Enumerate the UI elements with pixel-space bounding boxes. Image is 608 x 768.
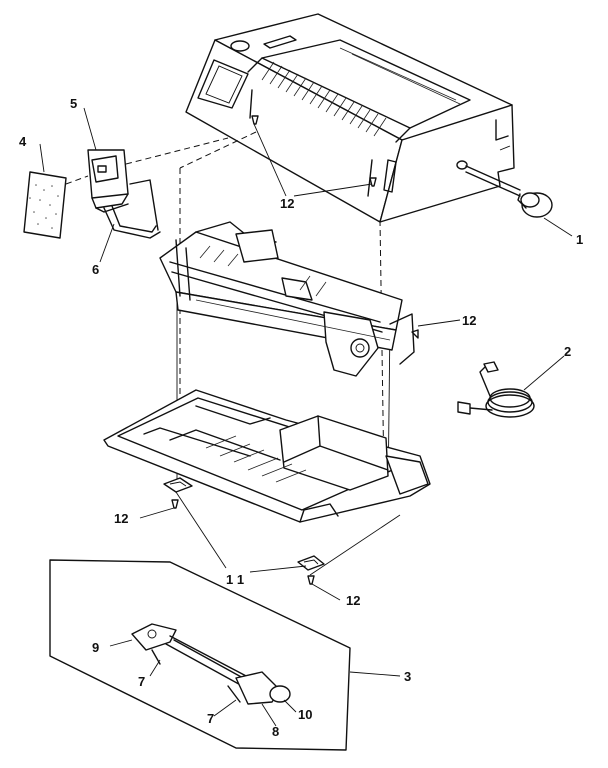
label-part-12-left-foot: 12 — [114, 511, 128, 526]
part-labels: 1 2 3 4 5 6 7 7 8 9 10 1 1 12 12 12 12 — [19, 96, 583, 739]
power-cord — [457, 361, 535, 418]
part-5-control-board — [87, 149, 129, 213]
label-part-6: 6 — [92, 262, 99, 277]
label-part-4: 4 — [19, 134, 27, 149]
label-part-2: 2 — [564, 344, 571, 359]
print-mechanism — [159, 221, 415, 377]
label-part-12-top: 12 — [280, 196, 294, 211]
label-part-1: 1 — [576, 232, 583, 247]
screw-icons — [171, 115, 419, 585]
top-cover — [185, 13, 515, 223]
base-frame — [103, 389, 431, 523]
label-part-10: 10 — [298, 707, 312, 722]
leader-lines — [39, 107, 573, 727]
label-part-11: 1 1 — [226, 572, 244, 587]
part-6-cable — [103, 179, 161, 239]
label-part-7-upper: 7 — [138, 674, 145, 689]
part-4-plate — [23, 171, 67, 239]
rubber-foot-left — [163, 477, 193, 493]
tractor-unit — [131, 623, 291, 705]
label-part-5: 5 — [70, 96, 77, 111]
platen-knob — [465, 165, 553, 218]
label-part-8: 8 — [272, 724, 279, 739]
label-part-3: 3 — [404, 669, 411, 684]
label-part-12-right-foot: 12 — [346, 593, 360, 608]
label-part-12-mechanism: 12 — [462, 313, 476, 328]
label-part-9: 9 — [92, 640, 99, 655]
tractor-unit-frame — [49, 559, 351, 751]
label-part-7-lower: 7 — [207, 711, 214, 726]
